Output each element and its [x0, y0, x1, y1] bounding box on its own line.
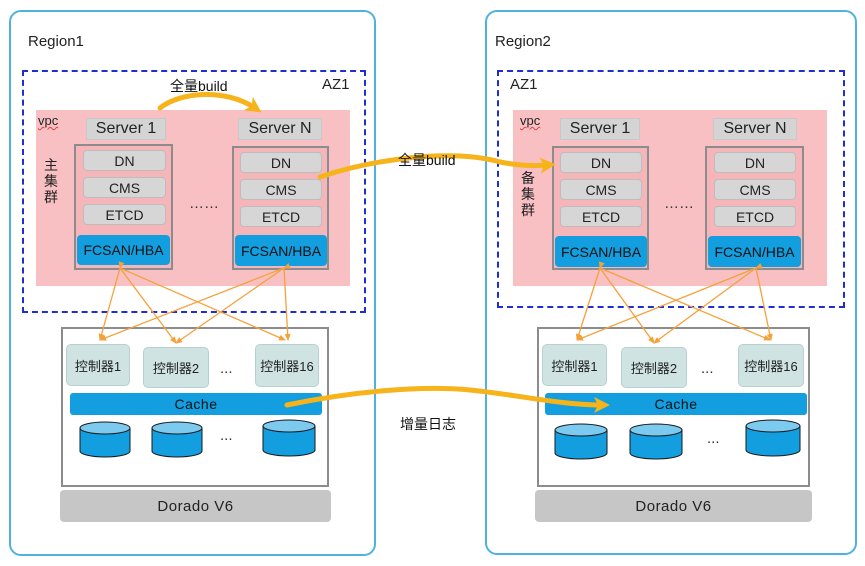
region1-controller2: 控制器2 — [143, 347, 209, 388]
region2-az-label: AZ1 — [510, 76, 538, 93]
disk-icon — [262, 419, 316, 457]
region2-server1-cms: CMS — [560, 179, 642, 200]
region1-server1-etcd: ETCD — [83, 204, 166, 225]
region2-serverN-cms: CMS — [714, 179, 796, 200]
region1-cache: Cache — [70, 393, 322, 415]
region1-server-gap: …… — [189, 195, 219, 212]
fc-link — [283, 267, 291, 341]
region2-controller2: 控制器2 — [621, 347, 687, 388]
region2-serverN-title: Server N — [713, 118, 797, 140]
region2-vpc-label: vpc — [520, 113, 541, 128]
disk-icon — [629, 423, 683, 460]
region2-cache: Cache — [545, 393, 807, 415]
region2-server1-title: Server 1 — [560, 118, 640, 140]
fc-link — [575, 261, 605, 341]
disk-icon — [745, 419, 801, 457]
region1-label: Region1 — [28, 33, 84, 50]
region1-az-label: AZ1 — [322, 76, 350, 93]
fc-link — [576, 262, 763, 341]
disk-icon — [554, 423, 608, 460]
fc-link — [119, 267, 177, 344]
region2-controller1: 控制器1 — [542, 344, 607, 386]
region2-cluster-label: 备 集 群 — [521, 170, 535, 218]
region1-dorado: Dorado V6 — [60, 490, 331, 522]
region1-serverN-cms: CMS — [240, 179, 322, 200]
region1-serverN-dn: DN — [240, 152, 322, 173]
fc-link — [119, 267, 286, 341]
region1-fc-links — [98, 261, 291, 344]
region1-serverN-fcsan-hba: FCSAN/HBA — [235, 235, 327, 266]
region1-disk-gap: ... — [220, 427, 233, 444]
disk-icon — [151, 421, 203, 458]
region2-controller-gap: ... — [701, 360, 714, 377]
region1-cluster-label: 主 集 群 — [44, 157, 58, 205]
region2-server1-etcd: ETCD — [560, 206, 642, 227]
cross-region-build-arrow — [317, 153, 556, 180]
region2-serverN-dn: DN — [714, 152, 796, 173]
region1-vpc-label: vpc — [38, 113, 59, 128]
region2-server-gap: …… — [664, 195, 694, 212]
region1-server1-title: Server 1 — [86, 118, 166, 140]
incremental-log-label: 增量日志 — [400, 416, 456, 432]
fc-link — [653, 267, 757, 344]
region1-build-label: 全量build — [170, 78, 228, 94]
region1-controller-gap: ... — [220, 360, 233, 377]
region2-controller16: 控制器16 — [738, 344, 804, 387]
region1-build-arrow — [157, 91, 262, 113]
fc-link — [175, 267, 285, 344]
region1-serverN-title: Server N — [238, 118, 322, 140]
region1-controller1: 控制器1 — [66, 344, 130, 386]
region1-server1-fcsan-hba: FCSAN/HBA — [77, 235, 170, 265]
fc-link — [755, 267, 773, 341]
region2-serverN-fcsan-hba: FCSAN/HBA — [708, 236, 801, 267]
region2-label: Region2 — [495, 33, 551, 50]
region2-disks — [554, 419, 801, 460]
region2-server1-dn: DN — [560, 152, 642, 173]
region1-server1-cms: CMS — [83, 177, 166, 198]
region1-controller16: 控制器16 — [255, 344, 319, 387]
incremental-log-arrow — [284, 385, 610, 413]
region1-server1-dn: DN — [83, 150, 166, 171]
region1-disks — [79, 419, 316, 458]
region1-serverN-etcd: ETCD — [240, 206, 322, 227]
region2-dorado: Dorado V6 — [535, 490, 812, 522]
fc-link — [99, 263, 291, 341]
fc-link — [98, 261, 125, 341]
region2-disk-gap: ... — [707, 430, 720, 447]
disk-icon — [79, 421, 131, 458]
region2-serverN-etcd: ETCD — [714, 206, 796, 227]
region2-fc-links — [575, 261, 773, 344]
cross-region-build-label: 全量build — [398, 152, 456, 168]
